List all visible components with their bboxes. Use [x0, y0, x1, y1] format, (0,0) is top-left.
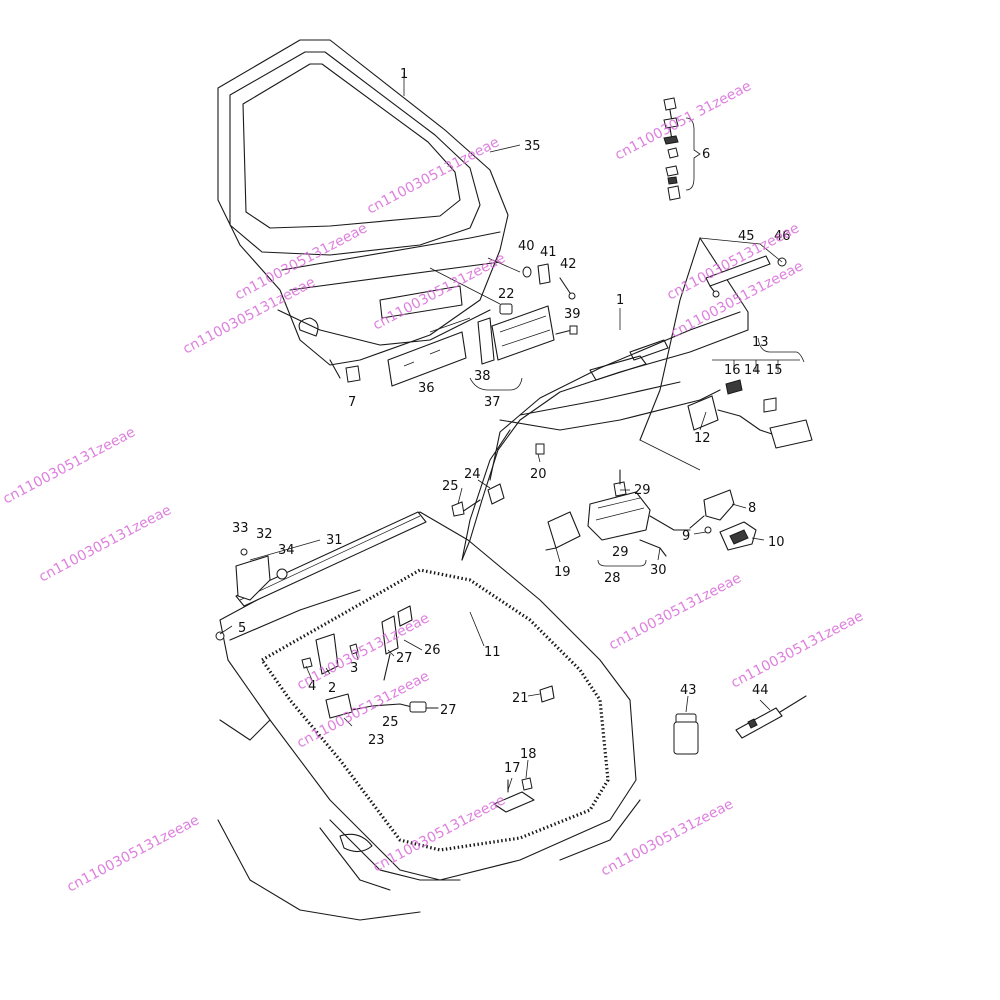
callout-10: 10	[768, 535, 785, 550]
callout-20: 20	[530, 467, 547, 482]
watermark-9: cn1100305131zeeae	[36, 502, 174, 585]
callout-6: 6	[702, 147, 710, 162]
callout-33: 33	[232, 521, 249, 536]
callout-1-lid: 1	[616, 293, 624, 308]
callout-41: 41	[540, 245, 557, 260]
rail-31	[235, 511, 427, 607]
callout-36: 36	[418, 381, 435, 396]
callout-11: 11	[484, 645, 501, 660]
watermark-1: cn11003051 31zeeae	[612, 78, 754, 163]
emblem-plate-36	[387, 331, 467, 387]
callout-12: 12	[694, 431, 711, 446]
leader-lines	[219, 72, 805, 791]
callout-19: 19	[554, 565, 571, 580]
callout-44: 44	[752, 683, 769, 698]
watermark-2: cn1100305131zeeae	[364, 134, 502, 217]
rear-view-car-body	[217, 39, 509, 383]
watermark-10: cn1100305131zeeae	[606, 570, 744, 653]
switch-10	[719, 521, 757, 551]
callout-30: 30	[650, 563, 667, 578]
callout-8: 8	[748, 501, 756, 516]
callout-3: 3	[350, 661, 358, 676]
callout-17: 17	[504, 761, 521, 776]
callout-7: 7	[348, 395, 356, 410]
screw-39	[555, 325, 578, 335]
callout-42: 42	[560, 257, 577, 272]
trim-32	[235, 548, 288, 601]
trunk-lid-open	[461, 237, 749, 561]
tool-44	[735, 695, 807, 739]
callout-24: 24	[464, 467, 481, 482]
callout-34: 34	[278, 543, 295, 558]
callout-27-bottom: 27	[440, 703, 457, 718]
callout-27-top: 27	[396, 651, 413, 666]
callout-32: 32	[256, 527, 273, 542]
callout-37: 37	[484, 395, 501, 410]
callout-26: 26	[424, 643, 441, 658]
watermarks: cn11003051 31zeeae cn1100305131zeeae cn1…	[0, 78, 866, 895]
callout-39: 39	[564, 307, 581, 322]
bolt-5	[215, 631, 225, 641]
callout-15: 15	[766, 363, 783, 378]
plate-bracket-38	[477, 305, 555, 365]
watermark-14: cn1100305131zeeae	[598, 796, 736, 879]
hinge-2-3-4	[301, 633, 359, 675]
callout-28: 28	[604, 571, 621, 586]
nut-22	[499, 303, 513, 315]
watermark-16: cn1100305131zeeae	[370, 792, 508, 875]
callout-2: 2	[328, 681, 336, 696]
watermark-11: cn1100305131zeeae	[728, 608, 866, 691]
callout-40: 40	[518, 239, 535, 254]
callout-45: 45	[738, 229, 755, 244]
callout-25-bottom: 25	[382, 715, 399, 730]
latch-striker-17	[493, 777, 535, 813]
rear-body-opening	[217, 511, 641, 921]
clip-20	[535, 443, 545, 455]
callout-labels: 1 35 6 40 41 42 22 39 38 37 36 7 45 46 1…	[232, 67, 791, 776]
callout-29-bottom: 29	[612, 545, 629, 560]
callout-13: 13	[752, 335, 769, 350]
callout-16: 16	[724, 363, 741, 378]
callout-21: 21	[512, 691, 529, 706]
callout-5: 5	[238, 621, 246, 636]
callout-22: 22	[498, 287, 515, 302]
hinge-24	[451, 483, 505, 517]
callout-43: 43	[680, 683, 697, 698]
callout-29-top: 29	[634, 483, 651, 498]
callout-9: 9	[682, 529, 690, 544]
gas-strut-45	[699, 237, 787, 298]
callout-23: 23	[368, 733, 385, 748]
callout-31: 31	[326, 533, 343, 548]
callout-4: 4	[308, 679, 316, 694]
gas-strut-26	[381, 605, 413, 681]
callout-35: 35	[524, 139, 541, 154]
clip-21	[539, 685, 555, 703]
watermark-8: cn1100305131zeeae	[0, 424, 138, 507]
bracket-19	[545, 511, 581, 551]
callout-38: 38	[474, 369, 491, 384]
handle-lamp-12	[687, 359, 813, 449]
callout-1: 1	[400, 67, 408, 82]
latch-8	[689, 489, 735, 534]
callout-18: 18	[520, 747, 537, 762]
callout-14: 14	[744, 363, 761, 378]
bottle-43	[673, 713, 699, 755]
bracket-23	[325, 693, 353, 719]
fastener-set-6	[663, 97, 701, 201]
callout-46: 46	[774, 229, 791, 244]
callout-25: 25	[442, 479, 459, 494]
parts-40-41-42	[522, 263, 576, 300]
watermark-15: cn1100305131zeeae	[64, 812, 202, 895]
